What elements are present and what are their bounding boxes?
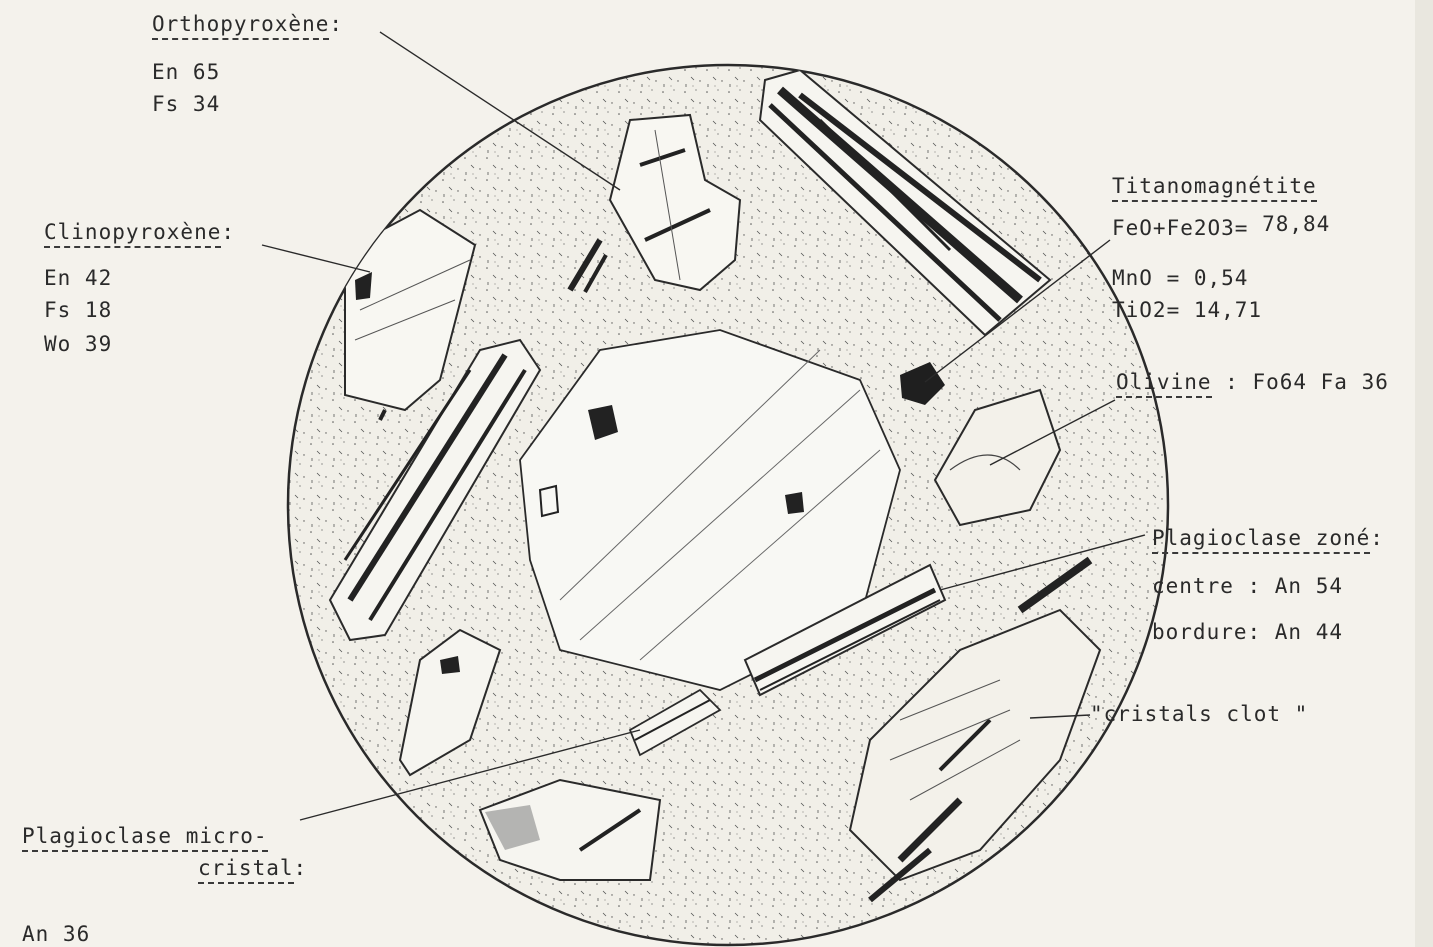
clinopyroxene-label: Clinopyroxène: <box>44 222 235 243</box>
plagioclase-micro-title2: cristal <box>198 856 294 884</box>
titanomagnetite-title: Titanomagnétite <box>1112 174 1317 202</box>
plagioclase-micro-colon: : <box>294 856 308 880</box>
plagioclase-zone-title: Plagioclase zoné <box>1152 526 1370 554</box>
olivine-composition: : Fo64 Fa 36 <box>1212 370 1389 394</box>
plagioclase-zone-centre: centre : An 54 <box>1152 576 1343 597</box>
plagioclase-zone-label: Plagioclase zoné: <box>1152 528 1384 549</box>
orthopyroxene-en: En 65 <box>152 62 220 83</box>
plagioclase-micro-title1: Plagioclase micro- <box>22 824 268 852</box>
titanomagnetite-mno: MnO = 0,54 <box>1112 268 1248 289</box>
olivine-title: Olivine <box>1116 370 1212 398</box>
titanomagnetite-tio2: TiO2= 14,71 <box>1112 300 1262 321</box>
plagioclase-micro-label-2: cristal: <box>198 858 307 879</box>
orthopyroxene-title: Orthopyroxène <box>152 12 329 40</box>
clinopyroxene-fs: Fs 18 <box>44 300 112 321</box>
orthopyroxene-label: Orthopyroxène: <box>152 14 343 35</box>
titanomagnetite-feo-value: 78,84 <box>1262 212 1330 236</box>
clinopyroxene-wo: Wo 39 <box>44 334 112 355</box>
titanomagnetite-feo: FeO+Fe2O3= 78,84 <box>1112 218 1330 239</box>
titanomagnetite-label: Titanomagnétite <box>1112 176 1317 197</box>
plagioclase-zone-colon: : <box>1370 526 1384 550</box>
clinopyroxene-title: Clinopyroxène <box>44 220 221 248</box>
orthopyroxene-colon: : <box>329 12 343 36</box>
clinopyroxene-en: En 42 <box>44 268 112 289</box>
page-edge <box>1415 0 1433 947</box>
titanomagnetite-feo-key: FeO+Fe2O3= <box>1112 216 1262 240</box>
orthopyroxene-fs: Fs 34 <box>152 94 220 115</box>
plagioclase-micro-label: Plagioclase micro- <box>22 826 268 847</box>
plagioclase-micro-an: An 36 <box>22 924 90 945</box>
plagioclase-zone-bordure: bordure: An 44 <box>1152 622 1343 643</box>
cristals-clot-label: "cristals clot " <box>1090 704 1308 725</box>
olivine-label: Olivine : Fo64 Fa 36 <box>1116 372 1389 393</box>
clinopyroxene-colon: : <box>221 220 235 244</box>
